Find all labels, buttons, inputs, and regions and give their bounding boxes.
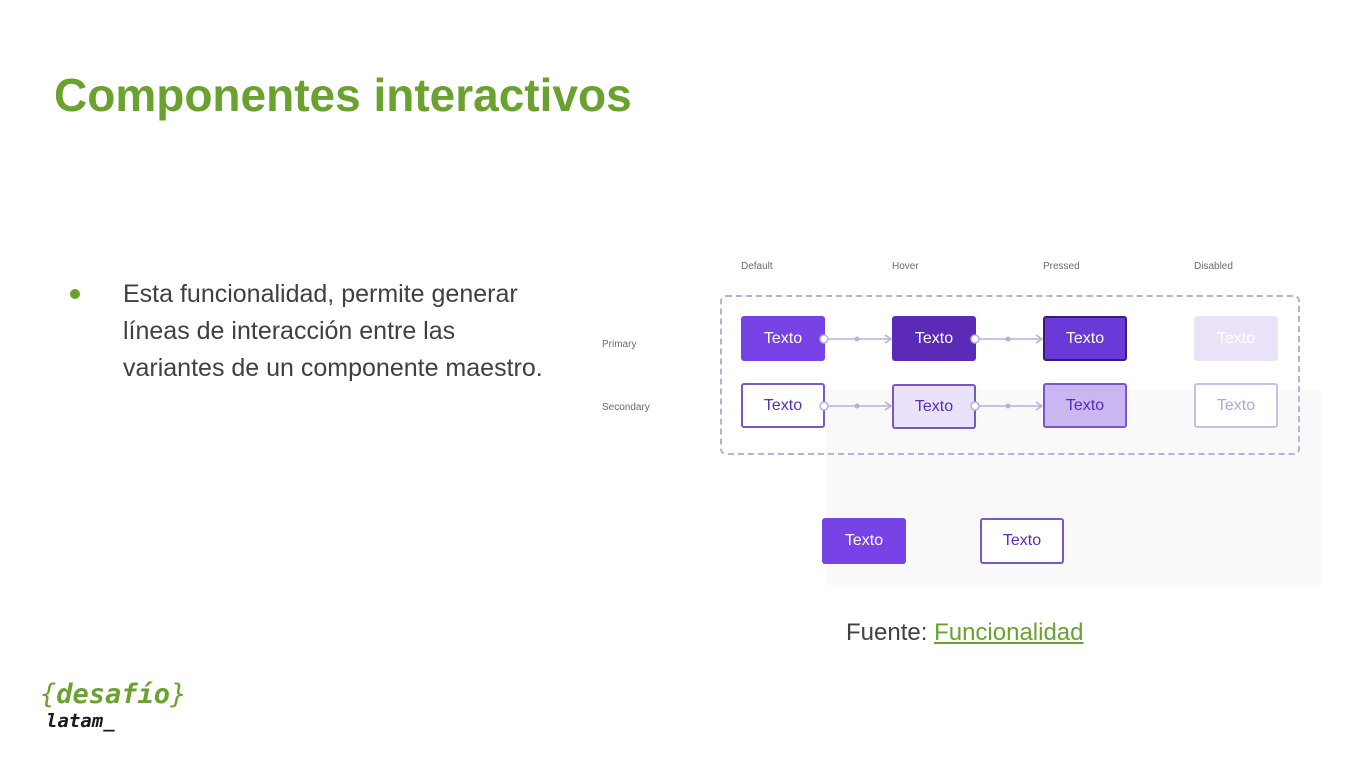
- interaction-arrow: [970, 333, 1048, 345]
- desafio-latam-logo: {desafío} latam_: [40, 679, 187, 733]
- variants-frame: [720, 295, 1300, 455]
- interaction-arrow: [970, 400, 1048, 412]
- bullet-list: Esta funcionalidad, permite generar líne…: [70, 276, 550, 387]
- primary-hover-button[interactable]: Texto: [892, 316, 976, 361]
- bullet-dot-icon: [70, 289, 80, 299]
- column-header-pressed: Pressed: [1043, 261, 1080, 272]
- primary-disabled-button: Texto: [1194, 316, 1278, 361]
- sample-primary-button[interactable]: Texto: [822, 518, 906, 564]
- row-label-secondary: Secondary: [602, 402, 650, 413]
- slide-title: Componentes interactivos: [54, 69, 632, 121]
- secondary-pressed-button[interactable]: Texto: [1043, 383, 1127, 428]
- logo-line-2: latam_: [46, 710, 115, 732]
- bullet-text: Esta funcionalidad, permite generar líne…: [123, 280, 543, 382]
- primary-default-button[interactable]: Texto: [741, 316, 825, 361]
- primary-pressed-button[interactable]: Texto: [1043, 316, 1127, 361]
- column-header-disabled: Disabled: [1194, 261, 1233, 272]
- secondary-hover-button[interactable]: Texto: [892, 384, 976, 429]
- source-caption: Fuente: Funcionalidad: [846, 619, 1084, 647]
- logo-line-1: {desafío}: [40, 679, 187, 710]
- secondary-default-button[interactable]: Texto: [741, 383, 825, 428]
- source-prefix: Fuente:: [846, 619, 935, 646]
- interaction-diagram: Default Hover Pressed Disabled Primary S…: [590, 250, 1330, 590]
- column-header-hover: Hover: [892, 261, 919, 272]
- row-label-primary: Primary: [602, 339, 637, 350]
- secondary-disabled-button: Texto: [1194, 383, 1278, 428]
- bullet-item: Esta funcionalidad, permite generar líne…: [70, 276, 550, 387]
- interaction-arrow: [819, 400, 897, 412]
- sample-secondary-button[interactable]: Texto: [980, 518, 1064, 564]
- interaction-arrow: [819, 333, 897, 345]
- source-link[interactable]: Funcionalidad: [934, 619, 1084, 646]
- column-header-default: Default: [741, 261, 773, 272]
